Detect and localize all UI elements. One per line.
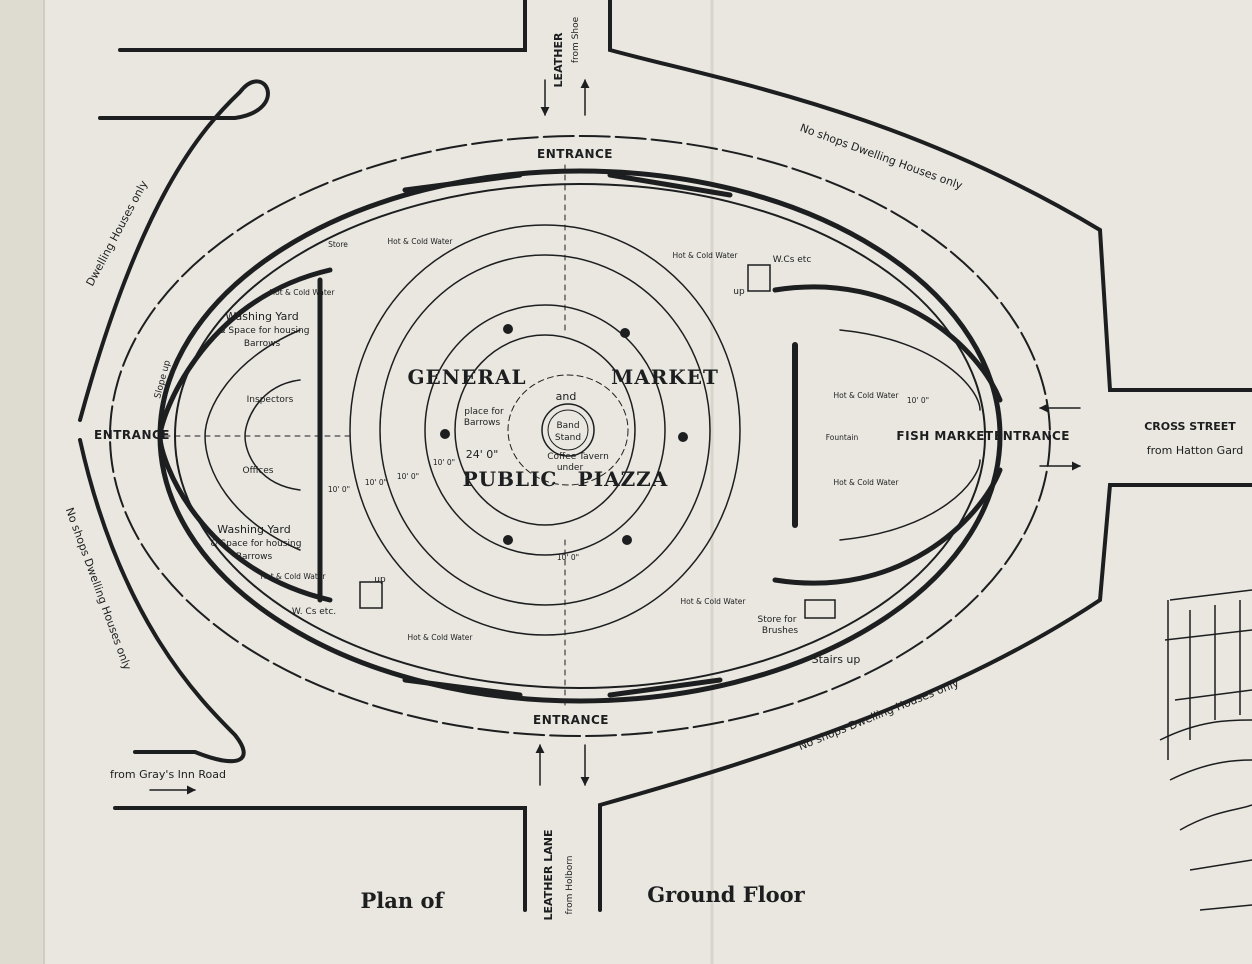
pillar-dot: [503, 535, 513, 545]
label-band: Band: [556, 421, 579, 431]
label-water-8: Hot & Cold Water: [407, 633, 473, 642]
label-water-2: Hot & Cold Water: [672, 251, 738, 260]
pillar-dot: [678, 432, 688, 442]
label-barrows-center: Barrows: [464, 418, 501, 428]
stairs-south-east: [804, 599, 836, 619]
dimension-10ft-a: 10' 0": [328, 485, 350, 494]
paper-fold-left: [0, 0, 44, 964]
street-north-right-curb: [608, 0, 1252, 392]
label-piazza: PIAZZA: [578, 467, 669, 491]
pillar-dot: [622, 535, 632, 545]
street-west-curb-bottom: [78, 438, 246, 763]
street-south-left-curb: [113, 806, 527, 912]
label-washing-top-2: & Space for housing: [219, 326, 310, 336]
label-coffee-under: under: [557, 463, 584, 473]
label-water-4: Hot & Cold Water: [833, 391, 899, 400]
entrance-south: ENTRANCE: [533, 713, 609, 727]
label-washing-bottom-1: Washing Yard: [217, 523, 290, 536]
street-cross-street: CROSS STREET: [1144, 420, 1236, 433]
dimension-10ft-d: 10' 0": [433, 458, 455, 467]
label-stand: Stand: [555, 433, 581, 443]
west-stall-arc-outer: [157, 267, 333, 603]
label-washing-bottom-3: Barrows: [236, 552, 273, 562]
dimension-24ft: 24' 0": [466, 448, 499, 461]
pillar-dot: [503, 324, 513, 334]
street-from-grays-inn: from Gray's Inn Road: [110, 768, 226, 781]
east-stall-wall-low: [772, 467, 1003, 586]
pillar-dot: [440, 429, 450, 439]
street-from-hatton-garden: from Hatton Gard: [1147, 444, 1244, 457]
street-north-left-curb: [118, 0, 527, 52]
label-fish-market: FISH MARKET: [896, 429, 993, 443]
stairs-south-west: [359, 581, 383, 609]
label-water-1: Hot & Cold Water: [387, 237, 453, 246]
label-public: PUBLIC: [463, 467, 558, 491]
street-from-shoe: from Shoe: [571, 16, 581, 63]
entrance-east: ENTRANCE: [994, 429, 1070, 443]
entrance-west: ENTRANCE: [94, 428, 170, 442]
label-general: GENERAL: [407, 365, 526, 389]
entrance-north: ENTRANCE: [537, 147, 613, 161]
label-washing-top-3: Barrows: [244, 339, 281, 349]
label-market: MARKET: [611, 365, 719, 389]
label-offices: Offices: [243, 466, 274, 476]
label-water-5: Hot & Cold Water: [833, 478, 899, 487]
label-water-7: Hot & Cold Water: [680, 597, 746, 606]
label-stairs-up: Stairs up: [812, 653, 861, 666]
label-washing-top-1: Washing Yard: [225, 310, 298, 323]
label-fountain: Fountain: [826, 433, 859, 442]
label-store-brushes-2: Brushes: [762, 626, 799, 636]
street-dwelling-se: No shops Dwelling Houses only: [797, 676, 962, 753]
coffee-tavern-outline: [507, 374, 629, 486]
dimension-10ft-c: 10' 0": [397, 472, 419, 481]
label-water-3: Hot & Cold Water: [269, 288, 335, 297]
label-inspectors: Inspectors: [247, 395, 294, 405]
east-stall-wall: [772, 284, 1003, 403]
street-leather-lane-top: LEATHER: [552, 32, 565, 87]
label-wcs-top: W.Cs etc: [773, 255, 812, 265]
label-water-6: Hot & Cold Water: [260, 572, 326, 581]
pillar-dot: [620, 328, 630, 338]
street-dwelling-sw: No shops Dwelling Houses only: [63, 506, 134, 672]
label-coffee-tavern: Coffee Tavern: [547, 452, 609, 462]
north-stall-row: [402, 172, 733, 198]
label-washing-bottom-2: & Space for housing: [211, 539, 302, 549]
inner-ring-road: [109, 135, 1051, 737]
label-and: and: [556, 390, 577, 403]
label-place-for: place for: [464, 407, 504, 417]
fish-market-arc-bottom: [839, 459, 981, 541]
fish-market-arc-top: [839, 329, 981, 411]
label-up-north-east: up: [733, 287, 745, 297]
dimension-10ft-f: 10' 0": [907, 396, 929, 405]
band-stand-inner: [547, 409, 589, 451]
street-south-right-curb: [598, 483, 1252, 912]
stall-ring-2: [379, 254, 711, 606]
perspective-sketch: [1159, 589, 1252, 911]
label-store-brushes-1: Store for: [757, 615, 796, 625]
stall-ring-outer: [349, 224, 741, 636]
west-stall-arc-inner: [204, 329, 301, 551]
dimension-10ft-e: 10' 0": [557, 553, 579, 562]
stall-ring-4: [454, 334, 636, 526]
caption-ground-floor: Ground Floor: [647, 882, 805, 907]
street-dwelling-nw: Dwelling Houses only: [84, 178, 151, 289]
label-store-small: Store: [328, 240, 348, 249]
dimension-10ft-b: 10' 0": [365, 478, 387, 487]
band-stand: [541, 403, 595, 457]
stall-ring-3: [424, 304, 666, 556]
label-up-south-west: up: [374, 575, 386, 585]
caption-plan-of: Plan of: [361, 888, 446, 913]
street-dwelling-ne: No shops Dwelling Houses only: [798, 121, 964, 192]
street-leather-lane-bottom: LEATHER LANE: [542, 830, 555, 921]
label-wcs-bottom: W. Cs etc.: [292, 607, 336, 617]
street-from-holborn: from Holborn: [565, 855, 575, 914]
south-stall-row: [402, 677, 723, 698]
stairs-north-east: [747, 264, 771, 292]
street-west-curb-top: [78, 79, 270, 422]
